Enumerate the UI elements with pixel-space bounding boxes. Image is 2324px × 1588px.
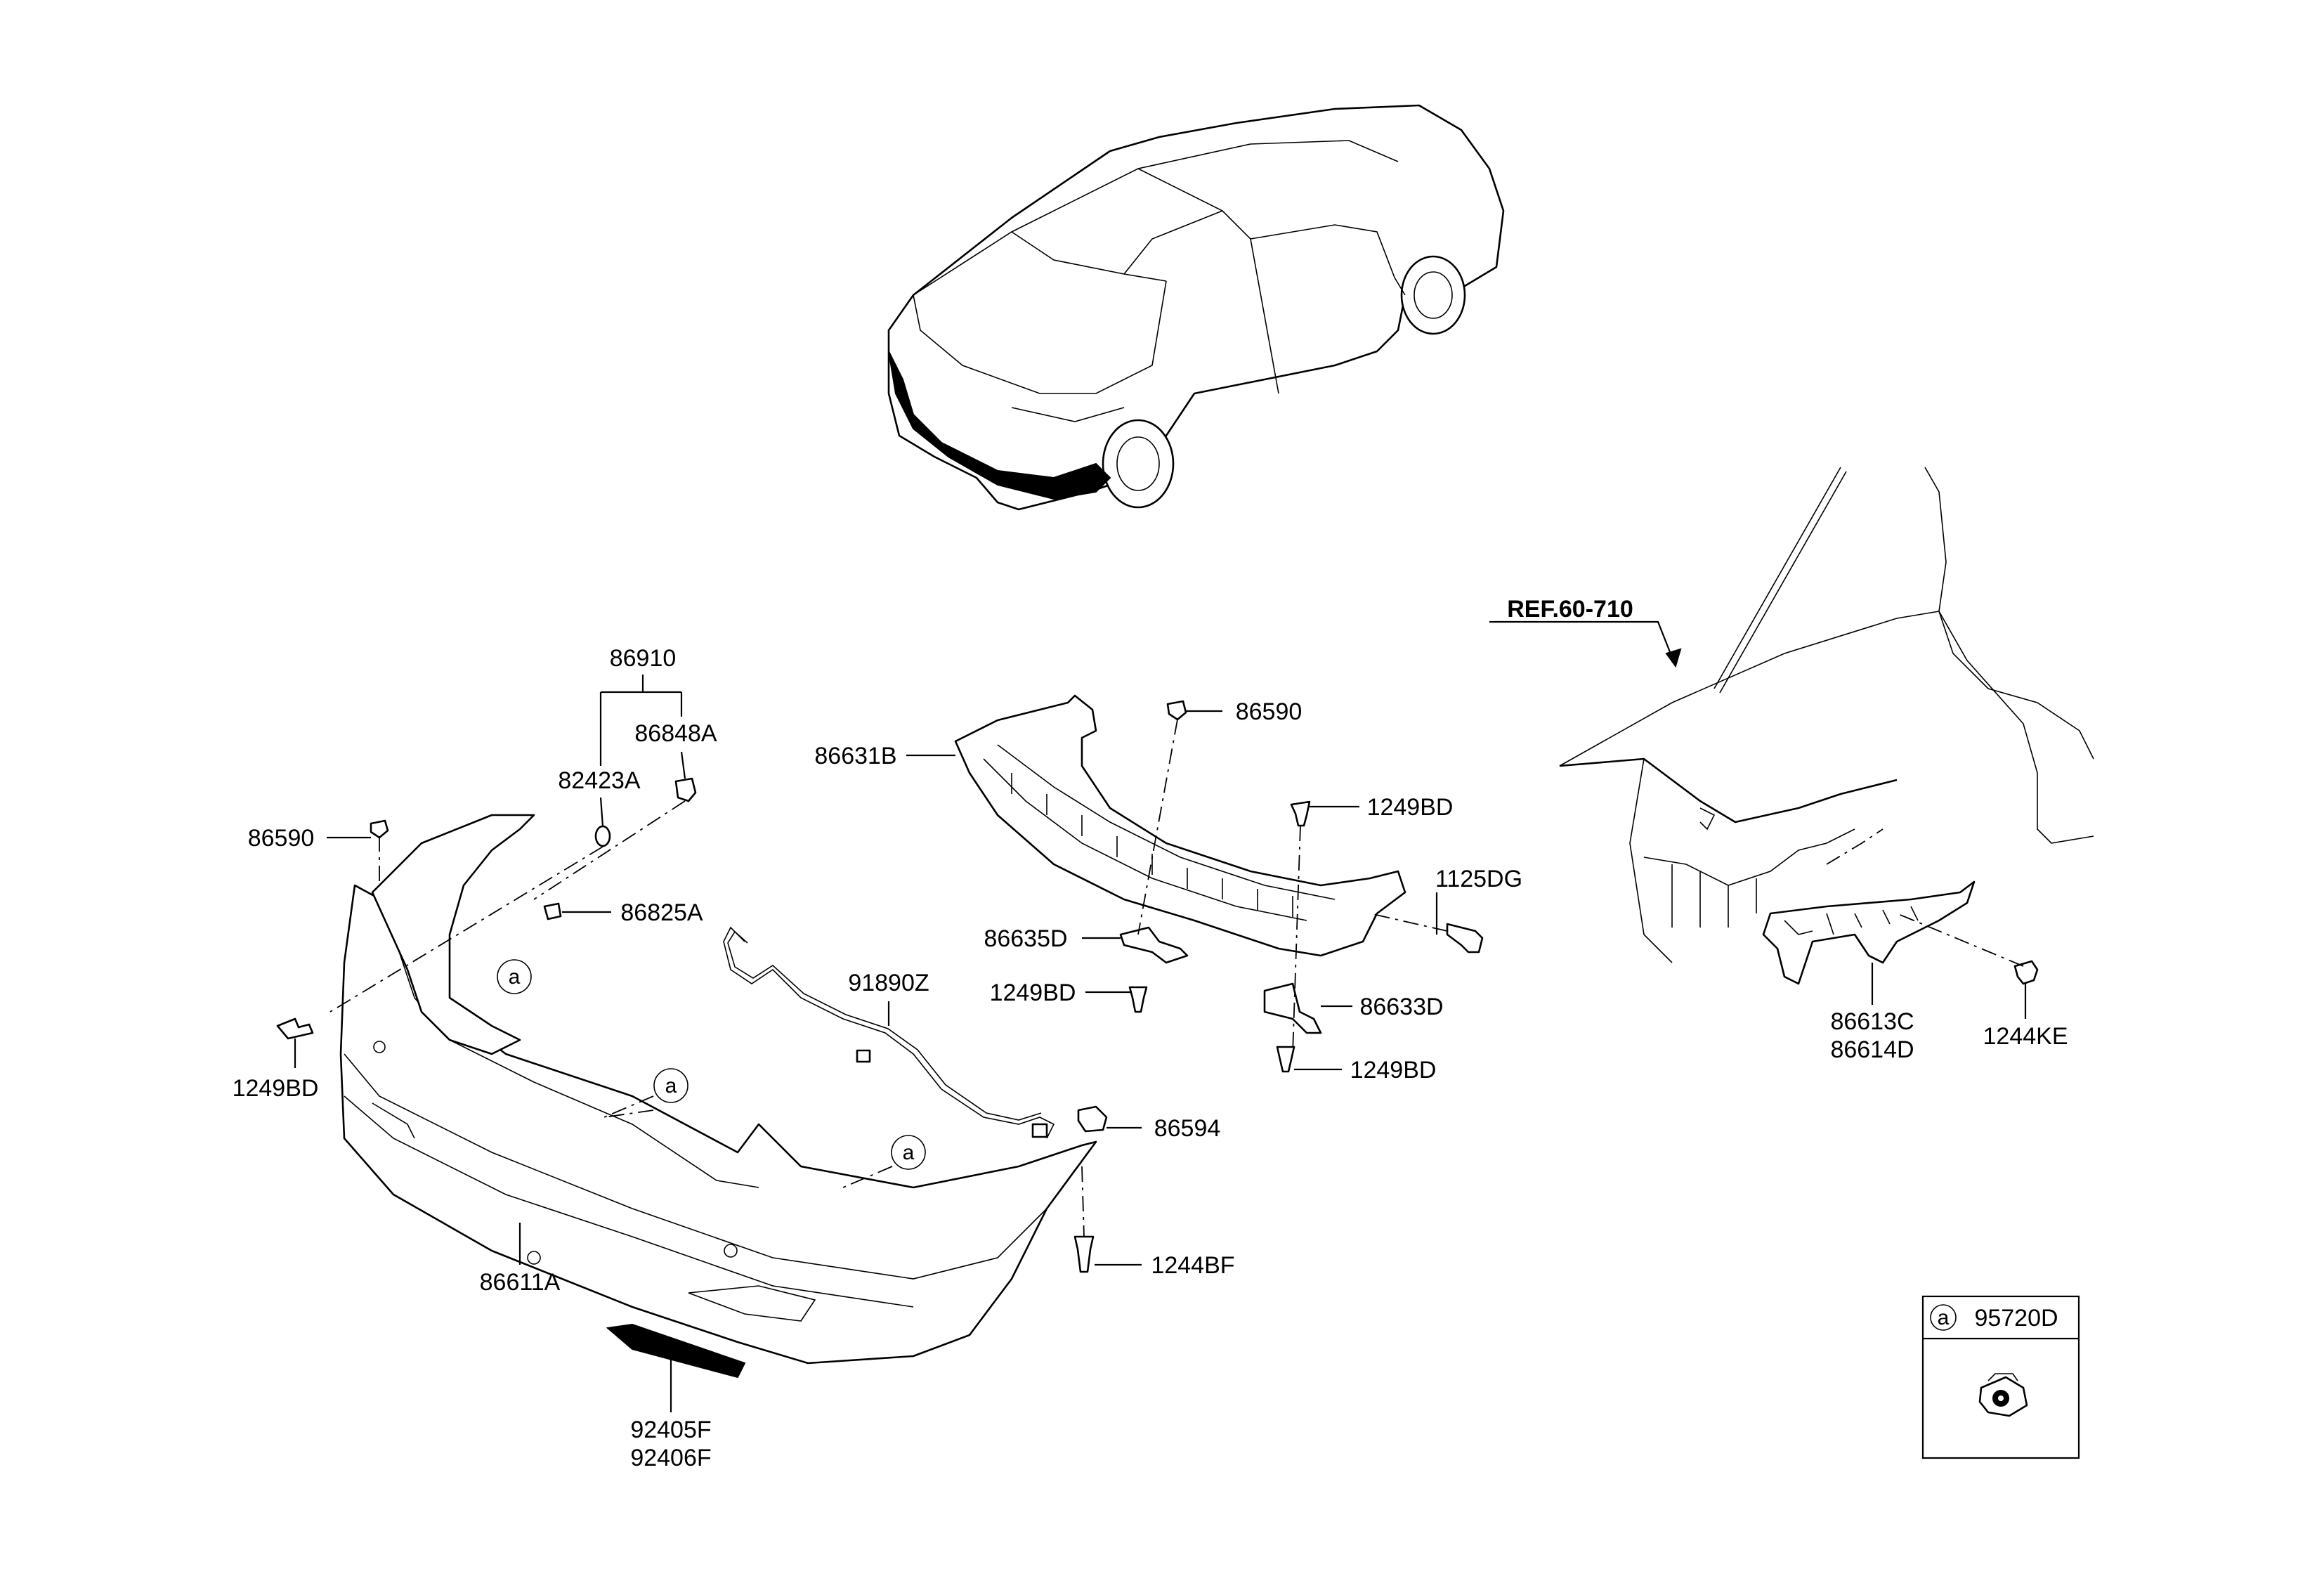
label-86631B: 86631B	[814, 743, 896, 769]
callout-a-3: a	[891, 1135, 926, 1170]
screw-1249BD-left	[276, 1017, 314, 1040]
label-86825A: 86825A	[620, 899, 703, 926]
label-86635D: 86635D	[984, 925, 1067, 952]
car-overview	[887, 104, 1505, 511]
screw-1244KE	[2013, 960, 2039, 985]
label-86611A: 86611A	[480, 1269, 561, 1296]
label-1244KE: 1244KE	[1983, 1023, 2068, 1050]
screw-1249BD-bottom	[1276, 1046, 1295, 1073]
label-86613C: 86613C	[1830, 1008, 1914, 1035]
callout-a-1: a	[497, 959, 532, 994]
label-86590-right: 86590	[1236, 698, 1303, 725]
leader-lines	[294, 620, 2027, 1412]
screw-1244BF	[1073, 1235, 1095, 1273]
bracket-86633D	[1263, 982, 1322, 1034]
label-1125DG: 1125DG	[1435, 866, 1522, 892]
callout-a-2-text: a	[665, 1074, 677, 1098]
sensor-95720D-icon	[1978, 1373, 2028, 1417]
label-92405F: 92405F	[630, 1417, 711, 1443]
side-bracket-86613C	[1762, 880, 1976, 985]
label-1249BD-bottom: 1249BD	[1350, 1057, 1437, 1083]
label-91890Z: 91890Z	[848, 970, 929, 996]
label-86848A: 86848A	[634, 720, 717, 747]
label-86594: 86594	[1154, 1115, 1221, 1142]
clip-86590-left	[370, 819, 389, 839]
clip-86848A	[674, 777, 697, 802]
screw-1249BD-top	[1290, 800, 1311, 827]
label-86614D: 86614D	[1830, 1036, 1914, 1063]
label-92406F: 92406F	[630, 1445, 711, 1471]
legend-box: a 95720D	[1921, 1295, 2080, 1459]
label-1249BD-left: 1249BD	[233, 1075, 319, 1102]
clip-86590-right	[1166, 700, 1187, 721]
wiring-91890Z	[723, 926, 1055, 1139]
bolt-1125DG	[1446, 923, 1484, 954]
label-86590-left: 86590	[248, 825, 315, 852]
label-86910: 86910	[610, 645, 677, 672]
legend-callout-text: a	[1938, 1306, 1950, 1329]
label-82423A: 82423A	[558, 767, 641, 794]
alignment-lines	[329, 719, 2024, 1237]
clip-86594	[1077, 1105, 1108, 1133]
label-1249BD-mid: 1249BD	[990, 980, 1076, 1006]
callout-a-1-text: a	[509, 965, 521, 989]
fender-ref	[1559, 467, 2094, 963]
label-ref: REF.60-710	[1507, 596, 1633, 623]
bumper-cover-86611A	[339, 814, 1097, 1365]
screw-1249BD-mid	[1128, 986, 1148, 1013]
callout-a-2: a	[603, 1068, 688, 1118]
label-86633D: 86633D	[1359, 994, 1443, 1020]
label-1249BD-top: 1249BD	[1367, 794, 1454, 821]
legend-part-number: 95720D	[1974, 1305, 2058, 1332]
part-labels: 86910 86848A 82423A 86590 86825A 1249BD …	[233, 596, 2068, 1471]
reflector-92405F	[606, 1323, 746, 1379]
beam-86631B	[954, 694, 1406, 957]
bracket-86635D	[1119, 926, 1189, 964]
clip-86825A	[543, 902, 562, 920]
callout-a-3-text: a	[903, 1141, 915, 1164]
nut-82423A	[594, 825, 611, 847]
label-1244BF: 1244BF	[1151, 1252, 1234, 1279]
